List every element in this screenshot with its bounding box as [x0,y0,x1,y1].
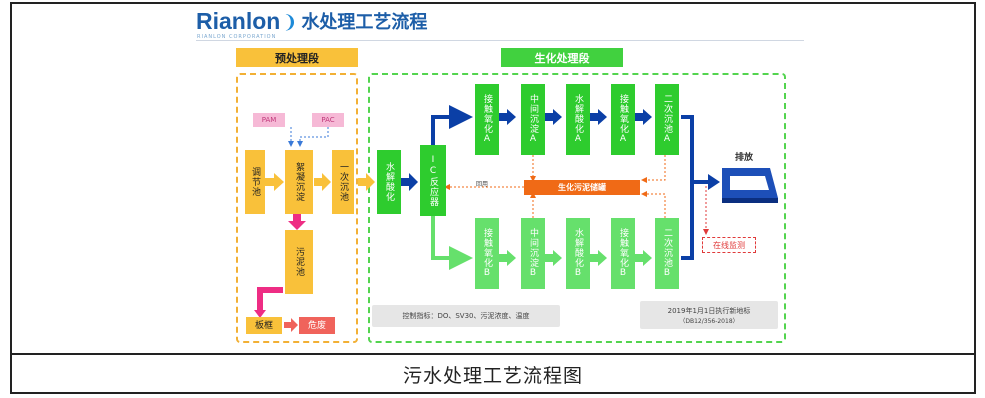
sludge-tank: 污泥池 [285,230,313,294]
caption-divider [10,353,976,355]
hazardous-waste: 危废 [299,317,335,334]
standard-note: 2019年1月1日执行新地标 （DB12/356-2018） [640,301,778,329]
arrow-a1-a2 [499,109,516,125]
arrow-to-discharge [708,174,720,190]
arrow-regulating-to-coag [265,173,284,191]
line-a-secondary-clarifier: 二次沉池A [655,84,679,155]
arrow-b1-b2 [499,250,516,266]
arrow-b4-b5 [635,250,652,266]
arrow-line-b-outlet [681,182,694,260]
regulating-tank: 调节池 [245,150,265,214]
ic-reactor: IC反应器 [420,145,446,216]
bio-sludge-storage-tank: 生化污泥储罐 [524,180,640,195]
figure-frame [10,2,976,394]
arrow-a3-a4 [590,109,607,125]
control-indicators-note: 控制指标：DO、SV30、污泥浓度、温度 [372,305,560,327]
primary-clarifier: 一次沉池 [332,150,354,214]
arrow-sludge-to-press-head [254,310,266,318]
figure-caption: 污水处理工艺流程图 [402,364,583,387]
diagram-title: 水处理工艺流程 [301,12,428,33]
discharge-channel-icon [722,168,778,203]
biochemical-zone [368,73,786,343]
company-logo: Rianlon [196,8,281,34]
arrow-line-a-outlet [681,115,712,184]
header-divider [196,40,804,41]
arrow-a4-a5 [635,109,652,125]
standard-note-line2: （DB12/356-2018） [679,317,739,325]
pretreatment-zone [236,73,358,343]
line-a-hydrolysis-acidification: 水解酸化A [566,84,590,155]
pac-dosing: PAC [312,113,344,127]
line-a-intermediate-sedimentation: 中间沉淀A [521,84,545,155]
line-b-intermediate-sedimentation: 中间沉淀B [521,218,545,289]
sludge-dashed-b5 [641,191,666,218]
logo-swoosh-icon: ❩ [282,12,298,33]
arrow-ic-to-line-b [431,216,473,270]
line-b-contact-oxidation-1: 接触氧化B [475,218,499,289]
arrow-press-to-waste [284,318,298,332]
arrow-b3-b4 [590,250,607,266]
pretreatment-section-label: 预处理段 [236,48,358,67]
coagulation-sedimentation: 絮凝沉淀 [285,150,313,214]
biochemical-section-label: 生化处理段 [501,48,623,67]
discharge-label: 排放 [735,153,754,163]
line-b-contact-oxidation-2: 接触氧化B [611,218,635,289]
line-b-secondary-clarifier: 二次沉池B [655,218,679,289]
arrow-coag-to-clarifier [314,173,331,191]
filter-press: 板框 [246,317,282,334]
arrow-sludge-to-press [257,287,283,312]
arrow-b2-b3 [545,250,562,266]
pam-dosing: PAM [253,113,285,127]
line-a-contact-oxidation-1: 接触氧化A [475,84,499,155]
standard-note-line1: 2019年1月1日执行新地标 [667,306,751,315]
hydrolysis-acidification: 水解酸化 [377,150,401,214]
line-b-hydrolysis-acidification: 水解酸化B [566,218,590,289]
line-a-contact-oxidation-2: 接触氧化A [611,84,635,155]
pac-dosing-arrow [297,127,329,147]
reflux-label: 回用 [476,181,489,188]
arrow-coag-to-sludge [288,214,306,230]
logo-subtext: RIANLON CORPORATION [197,34,277,40]
arrow-a2-a3 [545,109,562,125]
sludge-dashed-a5 [641,155,666,183]
online-monitoring: 在线监测 [702,237,756,253]
arrow-hydrolysis-to-ic [401,173,418,191]
arrow-clarifier-to-hydrolysis [358,173,375,191]
diagram-header: Rianlon ❩ 水处理工艺流程 [196,8,427,35]
arrow-ic-to-line-a [431,105,473,145]
